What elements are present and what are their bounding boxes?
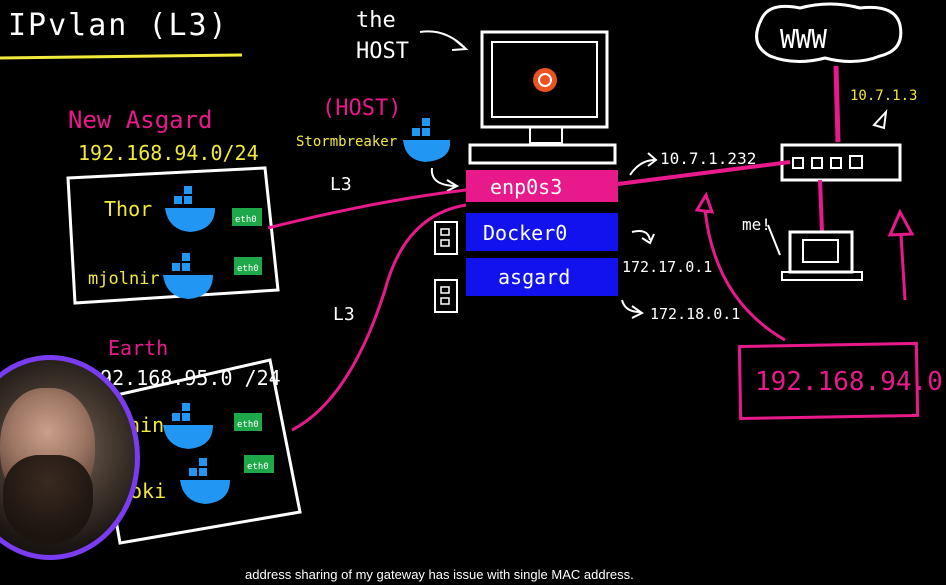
host-tag: (HOST) — [322, 96, 401, 121]
interface-docker0-label: Docker0 — [483, 221, 567, 245]
host-monitor-icon — [468, 30, 617, 165]
me-arrow — [767, 224, 781, 256]
host-label-line1: the — [356, 8, 396, 33]
thor-eth0-label: eth0 — [235, 215, 257, 225]
docker0-arrow — [631, 230, 655, 245]
diagram-title: IPvlan (L3) — [8, 8, 229, 43]
earth-container-2-eth0-label: eth0 — [247, 462, 269, 472]
network-box-label: 192.168.94.0 — [755, 367, 943, 397]
caption-text: address sharing of my gateway has issue … — [245, 567, 634, 582]
network-arrow-left — [694, 191, 786, 342]
stormbreaker-label: Stormbreaker — [296, 134, 397, 150]
earth-container-1-eth0-badge — [234, 413, 262, 431]
port-icon-asgard — [434, 279, 458, 313]
presenter-webcam — [0, 355, 140, 560]
laptop-icon — [781, 230, 863, 281]
earth-subnet: 192.168.95.0 /24 — [88, 366, 281, 390]
ubuntu-logo-icon — [533, 68, 557, 92]
new-asgard-link — [267, 188, 467, 230]
me-label: me! — [742, 215, 771, 234]
interface-asgard-label: asgard — [498, 265, 570, 289]
mjolnir-docker-icon — [163, 253, 213, 299]
docker0-ip: 172.17.0.1 — [622, 258, 712, 276]
l3-label-bottom: L3 — [333, 304, 355, 325]
router-switch-icon — [780, 143, 902, 182]
l3-label-top: L3 — [330, 174, 352, 195]
earth-container-1-eth0-label: eth0 — [237, 420, 259, 430]
earth-link — [291, 203, 467, 432]
thor-label: Thor — [104, 197, 152, 221]
router-ip: 10.7.1.3 — [850, 88, 917, 104]
www-cloud-icon: WWW — [755, 2, 903, 63]
new-asgard-name: New Asgard — [68, 106, 213, 134]
thor-docker-icon — [165, 186, 215, 232]
network-box — [737, 341, 920, 421]
title-underline — [0, 53, 243, 60]
network-arrow-right — [887, 208, 915, 301]
stormbreaker-docker-icon — [403, 118, 451, 162]
mjolnir-eth0-badge — [234, 257, 262, 275]
router-ip-arrow — [872, 109, 888, 130]
asgard-ip: 172.18.0.1 — [650, 305, 740, 323]
www-label: WWW — [780, 25, 827, 55]
interface-enp0s3 — [466, 170, 618, 202]
enp-ip-arrow — [629, 152, 658, 176]
port-icon-docker0 — [434, 221, 458, 255]
earth-container-1-docker-icon — [163, 403, 213, 449]
thor-eth0-badge — [232, 208, 262, 226]
mjolnir-label: mjolnir — [88, 269, 160, 289]
interface-docker0 — [466, 213, 618, 251]
mjolnir-eth0-label: eth0 — [237, 264, 259, 274]
caption-bar: address sharing of my gateway has issue … — [0, 566, 946, 585]
earth-container-2-docker-icon — [180, 458, 230, 504]
earth-name: Earth — [108, 336, 168, 360]
laptop-link — [818, 179, 824, 233]
www-link — [833, 65, 841, 143]
new-asgard-box — [66, 166, 280, 305]
enp-to-router-link — [617, 160, 791, 186]
presenter-beard — [3, 455, 93, 545]
interface-asgard — [466, 258, 618, 296]
enp-ip: 10.7.1.232 — [660, 149, 756, 168]
host-arrow — [419, 30, 469, 51]
new-asgard-subnet: 192.168.94.0/24 — [78, 141, 259, 165]
interface-enp0s3-label: enp0s3 — [490, 175, 562, 199]
earth-container-2-eth0-badge — [244, 455, 274, 473]
stormbreaker-arrow — [430, 167, 460, 192]
asgard-arrow — [621, 299, 644, 319]
host-label-line2: HOST — [356, 39, 409, 64]
